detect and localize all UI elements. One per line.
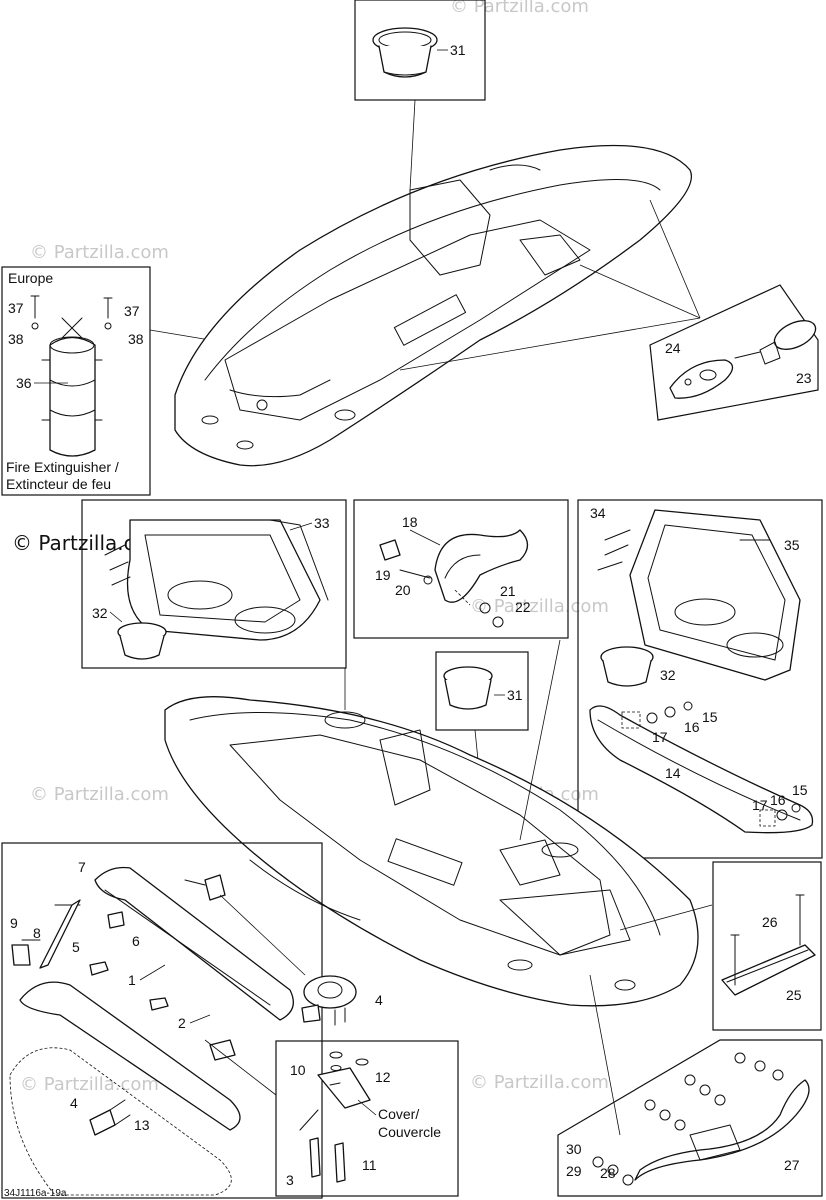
callout-29: 29 <box>566 1163 582 1179</box>
fire-extinguisher-caption: Extincteur de feu <box>6 476 111 492</box>
mounting-plate-icon <box>669 359 734 399</box>
callout-22: 22 <box>515 599 531 615</box>
cup-holder-box-top: 31 <box>354 0 486 101</box>
cup-holder-icon <box>372 27 438 78</box>
rear-grab-bar-icon <box>634 1079 810 1181</box>
watermark-text: © Partzilla.com <box>470 1072 609 1093</box>
callout-17: 17 <box>652 729 668 745</box>
callout-2: 2 <box>178 1015 186 1031</box>
glovebox-left-box: 33 32 <box>81 499 347 669</box>
callout-33: 33 <box>314 515 330 531</box>
screw-icon <box>103 297 113 330</box>
cover-label: Cover/ <box>378 1106 419 1122</box>
callout-32: 32 <box>92 605 108 621</box>
fire-extinguisher-icon <box>41 317 103 457</box>
callout-20: 20 <box>395 582 411 598</box>
storage-lid-inner <box>19 981 241 1131</box>
cover-bracket-icon <box>317 1067 371 1109</box>
cup-holder-icon <box>600 646 654 687</box>
watermark-text: © Partzilla.com <box>20 1074 159 1095</box>
callout-31: 31 <box>507 687 523 703</box>
europe-box-title: Europe <box>8 270 53 286</box>
callout-32: 32 <box>660 667 676 683</box>
callout-35: 35 <box>784 537 800 553</box>
glovebox-frame-icon <box>126 519 329 641</box>
callout-4: 4 <box>70 1095 78 1111</box>
cup-holder-box-middle: 31 <box>435 651 529 731</box>
screw-icon <box>30 295 40 330</box>
diagram-reference-code: 34J1116a-19a <box>4 1188 67 1199</box>
bracket-box: 26 25 <box>712 861 822 1031</box>
glovebox-frame-icon <box>629 509 801 681</box>
callout-38: 38 <box>8 331 24 347</box>
callout-1: 1 <box>128 972 136 988</box>
deck-top-view <box>174 144 692 467</box>
storage-lid-box: 7 9 8 5 6 1 2 4 13 <box>1 842 323 1199</box>
callout-8: 8 <box>33 925 41 941</box>
callout-31: 31 <box>450 42 466 58</box>
cover-bracket-box: 10 12 3 11 Cover/ Couvercle <box>275 1040 459 1197</box>
callout-9: 9 <box>10 915 18 931</box>
callout-26: 26 <box>762 914 778 930</box>
europe-box: Europe 37 37 38 38 36 Fire Extinguisher … <box>1 266 151 496</box>
callout-7: 7 <box>78 859 86 875</box>
storage-lid-icon <box>94 866 294 1021</box>
glovebox-right-box: 34 35 32 15 16 17 14 15 16 17 <box>577 499 823 859</box>
watermark-text: © Partzilla.com <box>30 784 169 805</box>
callout-4: 4 <box>375 992 383 1008</box>
callout-36: 36 <box>16 375 32 391</box>
bracket-icon <box>721 944 816 996</box>
watermark-text: © Partzilla.com <box>470 596 609 617</box>
handle-icon <box>434 529 529 603</box>
cup-holder-icon <box>117 622 167 660</box>
fire-extinguisher-caption: Fire Extinguisher / <box>6 459 119 475</box>
callout-13: 13 <box>134 1117 150 1133</box>
callout-37: 37 <box>8 300 24 316</box>
callout-18: 18 <box>402 514 418 530</box>
callout-16: 16 <box>770 792 786 808</box>
callout-38: 38 <box>128 331 144 347</box>
callout-19: 19 <box>375 567 391 583</box>
grab-handle-icon <box>734 320 817 365</box>
callout-25: 25 <box>786 987 802 1003</box>
callout-10: 10 <box>290 1062 306 1078</box>
handle-box: 24 23 <box>649 284 819 421</box>
callout-11: 11 <box>362 1157 377 1173</box>
callout-15: 15 <box>702 709 718 725</box>
callout-34: 34 <box>590 505 606 521</box>
callout-14: 14 <box>665 765 681 781</box>
callout-15: 15 <box>792 782 808 798</box>
callout-28: 28 <box>600 1165 616 1181</box>
watermark-text: © Partzilla.com <box>30 242 169 263</box>
latch-icon <box>301 975 357 1026</box>
cover-label: Couvercle <box>378 1124 441 1140</box>
callout-16: 16 <box>684 719 700 735</box>
callout-17: 17 <box>752 797 768 813</box>
callout-30: 30 <box>566 1141 582 1157</box>
deck-rear-view <box>164 696 699 1007</box>
callout-3: 3 <box>286 1172 294 1188</box>
callout-27: 27 <box>784 1157 800 1173</box>
callout-23: 23 <box>796 370 812 386</box>
watermark-text: © Partzilla.com <box>450 0 589 17</box>
callout-6: 6 <box>132 933 140 949</box>
rear-grab-bar-box: 30 29 28 27 <box>557 1039 823 1197</box>
grab-bar-icon <box>589 705 814 834</box>
handle-hardware-box: 18 19 20 21 22 <box>353 499 569 639</box>
callout-21: 21 <box>500 583 516 599</box>
callout-12: 12 <box>375 1069 391 1085</box>
callout-5: 5 <box>72 939 80 955</box>
callout-24: 24 <box>665 340 681 356</box>
callout-37: 37 <box>124 303 140 319</box>
